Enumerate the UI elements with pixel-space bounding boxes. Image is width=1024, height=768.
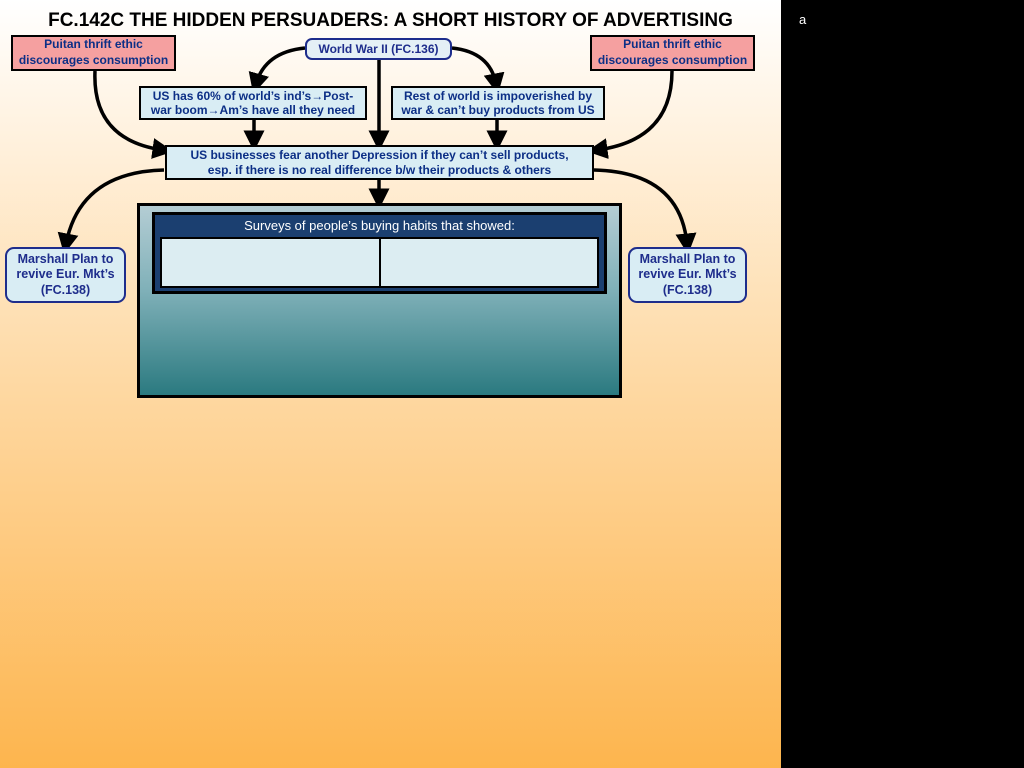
- arrow-fear-to-marshall-right: [593, 168, 697, 255]
- arrow-puritan-right-to-fear: [586, 70, 674, 160]
- arrow-puritan-left-to-fear: [93, 70, 174, 159]
- survey-header: Surveys of people’s buying habits that s…: [152, 212, 607, 294]
- node-puritan-right: Puitan thrift ethic discourages consumpt…: [590, 35, 755, 71]
- arrow-ww2-to-rest: [451, 46, 505, 95]
- node-line: Puitan thrift ethic: [44, 37, 143, 52]
- node-line: Rest of world is impoverished by: [403, 88, 593, 103]
- node-line: war & can’t buy products from US: [401, 103, 595, 117]
- survey-cell-right: [378, 239, 598, 286]
- node-line: revive Eur. Mkt’s: [638, 267, 737, 282]
- node-line: discourages consumption: [18, 53, 169, 67]
- node-line: (FC.138): [662, 282, 713, 297]
- survey-title: Surveys of people’s buying habits that s…: [244, 218, 515, 233]
- page-title: FC.142C THE HIDDEN PERSUADERS: A SHORT H…: [48, 10, 733, 31]
- node-line: Marshall Plan to: [639, 251, 736, 266]
- connector-arrows: [57, 46, 697, 255]
- node-line: war boom→Am’s have all they need: [150, 103, 356, 117]
- node-marshall-plan-right: Marshall Plan to revive Eur. Mkt’s (FC.1…: [628, 247, 747, 303]
- arrow-fear-to-marshall-left: [57, 168, 165, 255]
- node-line: revive Eur. Mkt’s: [16, 267, 115, 282]
- node-marshall-plan-left: Marshall Plan to revive Eur. Mkt’s (FC.1…: [5, 247, 126, 303]
- node-line: discourages consumption: [597, 53, 748, 67]
- survey-cells: [160, 237, 599, 288]
- slide-canvas: FC.142C THE HIDDEN PERSUADERS: A SHORT H…: [0, 0, 781, 768]
- arrow-ww2-to-us60: [248, 46, 306, 95]
- node-world-war-ii: World War II (FC.136): [305, 38, 452, 60]
- node-line: Marshall Plan to: [17, 251, 114, 266]
- node-line: US has 60% of world’s ind’s→Post-: [152, 88, 354, 103]
- node-line: esp. if there is no real difference b/w …: [207, 162, 552, 177]
- node-us-60-percent: US has 60% of world’s ind’s→Post- war bo…: [139, 86, 367, 120]
- node-puritan-left: Puitan thrift ethic discourages consumpt…: [11, 35, 176, 71]
- node-line: Puitan thrift ethic: [623, 37, 722, 52]
- side-note: a: [799, 12, 807, 27]
- node-line: US businesses fear another Depression if…: [190, 148, 569, 163]
- node-fear-depression: US businesses fear another Depression if…: [165, 145, 594, 180]
- node-line: (FC.138): [40, 282, 91, 297]
- survey-cell-left: [162, 239, 379, 286]
- node-rest-of-world: Rest of world is impoverished by war & c…: [391, 86, 605, 120]
- node-line: World War II (FC.136): [318, 41, 439, 56]
